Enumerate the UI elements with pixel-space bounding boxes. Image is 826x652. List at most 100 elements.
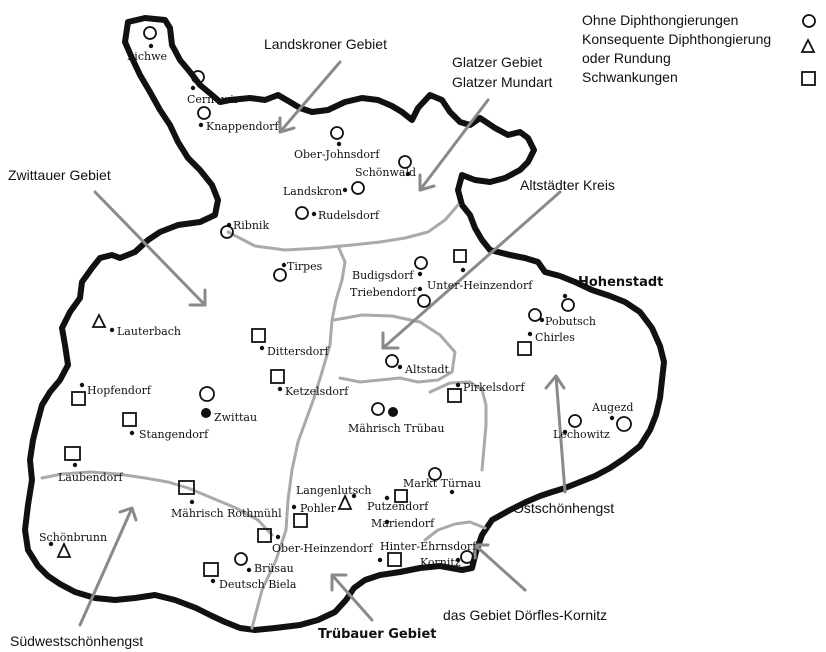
legend-label-2: oder Rundung bbox=[582, 50, 671, 66]
place: Dittersdorf bbox=[251, 328, 330, 358]
place-label: Rudelsdorf bbox=[318, 209, 380, 222]
place-label: Pohler bbox=[300, 502, 337, 515]
region-label-glatzer-1: Glatzer Gebiet bbox=[452, 54, 542, 70]
place-label: Langenlutsch bbox=[296, 484, 372, 497]
place: Putzendorf bbox=[367, 489, 429, 513]
place: Brüsau bbox=[234, 552, 294, 575]
place: Zwittau bbox=[199, 386, 257, 424]
place-label: Lichwe bbox=[127, 50, 167, 63]
place: Altstadt bbox=[385, 354, 450, 376]
place-label: Zwittau bbox=[214, 411, 257, 424]
legend: Ohne Diphthongierungen Konsequente Dipht… bbox=[582, 12, 816, 86]
place: Kornitz bbox=[420, 550, 474, 569]
place-label: Ketzelsdorf bbox=[285, 385, 349, 398]
legend-circle-icon bbox=[802, 14, 816, 28]
place-label: Lechowitz bbox=[553, 428, 610, 441]
place-label: Deutsch Biela bbox=[219, 578, 297, 591]
legend-square-icon bbox=[801, 71, 816, 86]
place: Lechowitz bbox=[553, 414, 610, 441]
place: Ketzelsdorf bbox=[270, 369, 349, 398]
place-label: Mährisch Rothmühl bbox=[171, 507, 282, 520]
place-label: Ribnik bbox=[233, 219, 269, 232]
place: Rudelsdorf bbox=[295, 206, 380, 222]
legend-label-1: Konsequente Diphthongierung bbox=[582, 31, 771, 47]
place-label: Markt Türnau bbox=[403, 477, 481, 490]
place-label-hohenstadt: Hohenstadt bbox=[578, 275, 663, 290]
place-label: Hopfendorf bbox=[87, 384, 152, 397]
place-label: Laubendorf bbox=[58, 471, 124, 484]
place-label: Lauterbach bbox=[117, 325, 181, 338]
place: Laubendorf bbox=[58, 446, 124, 484]
place: Ober-Johnsdorf bbox=[294, 126, 380, 161]
region-label-altstadt: Altstädter Kreis bbox=[520, 177, 615, 193]
place-label: Schönwald bbox=[355, 166, 416, 179]
place-label: Unter-Heinzendorf bbox=[427, 279, 533, 292]
place: Schönbrunn bbox=[39, 531, 107, 558]
place: Markt Türnau bbox=[403, 467, 481, 495]
place: Landskron bbox=[283, 181, 365, 198]
place: Hinter-Ehrnsdorf bbox=[377, 540, 477, 567]
place: Ribnik bbox=[220, 219, 269, 239]
region-label-sued: Südwestschönhengst bbox=[10, 633, 143, 649]
place-label: Mariendorf bbox=[371, 517, 435, 530]
place: Chirles bbox=[517, 331, 575, 356]
place: Mariendorf bbox=[371, 517, 435, 530]
region-label-ost: Ostschönhengst bbox=[513, 500, 614, 516]
place-label: Putzendorf bbox=[367, 500, 429, 513]
region-label-glatzer-2: Glatzer Mundart bbox=[452, 74, 552, 90]
place-label: Mährisch Trübau bbox=[348, 422, 444, 435]
place: Tirpes bbox=[273, 260, 323, 282]
place: Pobutsch bbox=[528, 308, 596, 328]
place: Cernowir bbox=[187, 70, 240, 106]
dialect-boundary-southeast bbox=[423, 520, 487, 542]
dialect-boundary-north bbox=[226, 203, 460, 252]
place: Augezd bbox=[591, 401, 633, 432]
place-label: Augezd bbox=[591, 401, 633, 414]
place: Langenlutsch bbox=[296, 484, 372, 510]
place-label: Ober-Heinzendorf bbox=[272, 542, 374, 555]
place: Knappendorf bbox=[197, 106, 279, 133]
region-arrows bbox=[78, 60, 567, 627]
place: Schönwald bbox=[355, 155, 416, 179]
place-label: Pobutsch bbox=[545, 315, 596, 328]
region-label-landskron: Landskroner Gebiet bbox=[264, 36, 387, 52]
place: Ober-Heinzendorf bbox=[257, 528, 374, 555]
place: Stangendorf bbox=[122, 412, 209, 441]
legend-label-0: Ohne Diphthongierungen bbox=[582, 12, 738, 28]
place: Mährisch Trübau bbox=[348, 402, 444, 435]
place-label: Ober-Johnsdorf bbox=[294, 148, 380, 161]
legend-label-3: Schwankungen bbox=[582, 69, 678, 85]
dialect-boundary-altstadt bbox=[332, 313, 457, 384]
place-label: Pirkelsdorf bbox=[463, 381, 525, 394]
place-label: Chirles bbox=[535, 331, 575, 344]
place-label: Brüsau bbox=[254, 562, 294, 575]
place-label: Knappendorf bbox=[206, 120, 279, 133]
place-label: Dittersdorf bbox=[267, 345, 330, 358]
place-label: Stangendorf bbox=[139, 428, 209, 441]
place: Pirkelsdorf bbox=[447, 381, 525, 403]
place-label: Budigsdorf bbox=[352, 269, 414, 282]
dialect-boundary-east bbox=[428, 380, 488, 472]
place: Pohler bbox=[291, 502, 337, 528]
place-label: Altstadt bbox=[404, 363, 450, 376]
place: Lichwe bbox=[127, 26, 167, 63]
place: Hopfendorf bbox=[71, 382, 152, 406]
place: Mährisch Rothmühl bbox=[171, 480, 282, 520]
region-border bbox=[22, 15, 667, 633]
place-label: Cernowir bbox=[187, 93, 240, 106]
region-label-zwittau: Zwittauer Gebiet bbox=[8, 167, 111, 183]
place: Unter-Heinzendorf bbox=[427, 249, 533, 292]
dialect-boundary-center bbox=[250, 244, 347, 630]
place: Deutsch Biela bbox=[203, 562, 297, 591]
place: Hohenstadt bbox=[561, 275, 663, 312]
legend-triangle-icon bbox=[800, 37, 816, 53]
place-label: Triebendorf bbox=[350, 286, 417, 299]
region-label-truebau: Trübauer Gebiet bbox=[318, 627, 436, 642]
region-label-doerfles: das Gebiet Dörfles-Kornitz bbox=[443, 607, 607, 623]
places: Lichwe Cernowir Knappendorf Ober-Johnsdo… bbox=[39, 26, 663, 591]
place-label: Hinter-Ehrnsdorf bbox=[380, 540, 477, 553]
place-label: Landskron bbox=[283, 185, 342, 198]
dialect-boundary-southwest bbox=[40, 470, 274, 537]
place: Lauterbach bbox=[91, 312, 181, 338]
